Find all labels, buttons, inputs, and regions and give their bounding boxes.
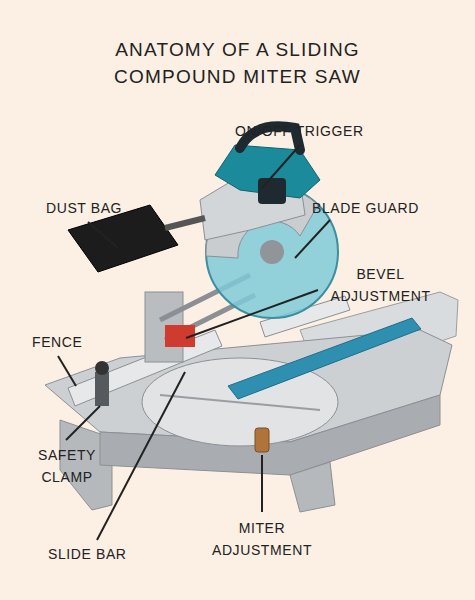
leader-line — [66, 406, 100, 440]
leader-line — [88, 222, 118, 248]
part-label: ON/OFF TRIGGER — [235, 120, 405, 142]
part-label: SAFETY CLAMP — [26, 444, 108, 488]
leader-line — [186, 290, 318, 338]
part-label: DUST BAG — [46, 197, 156, 219]
base-leg — [290, 462, 335, 512]
leader-line — [261, 455, 263, 512]
leader-line — [97, 372, 185, 540]
part-label: BEVEL ADJUSTMENT — [318, 263, 443, 307]
saw-head — [68, 126, 338, 362]
leader-line — [58, 356, 76, 386]
part-label: FENCE — [32, 331, 112, 353]
part-label: SLIDE BAR — [48, 543, 168, 565]
miter-arm — [228, 318, 421, 399]
miter-knob — [255, 428, 269, 452]
saw-base — [45, 292, 458, 512]
safety-clamp — [95, 372, 109, 406]
diagram-title: ANATOMY OF A SLIDING COMPOUND MITER SAW — [0, 36, 475, 90]
leader-line — [295, 220, 330, 258]
motor-cap — [258, 178, 286, 204]
clamp-knob — [95, 361, 109, 375]
leader-line — [262, 145, 300, 188]
part-label: MITER ADJUSTMENT — [196, 517, 328, 561]
blade-arbor — [260, 240, 284, 264]
dust-port — [165, 218, 205, 228]
part-label: BLADE GUARD — [312, 197, 462, 219]
